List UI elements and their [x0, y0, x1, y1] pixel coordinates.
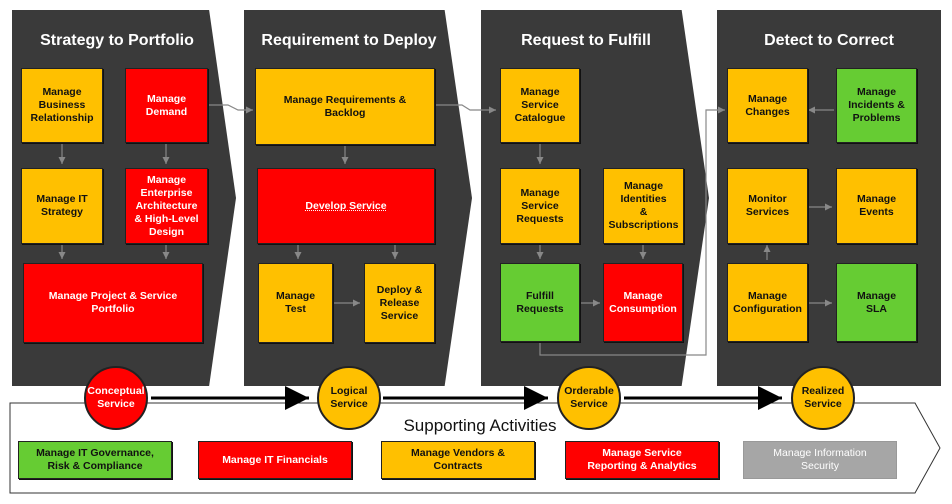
support-label: Manage IT Governance,Risk & Compliance — [36, 447, 154, 472]
box-label: Develop Service — [305, 199, 387, 212]
support-label: Manage IT Financials — [222, 453, 328, 466]
supporting-activities-title: Supporting Activities — [403, 416, 557, 435]
support-label: Manage Vendors &Contracts — [411, 447, 505, 472]
stream-title-strategy: Strategy to Portfolio — [40, 32, 194, 49]
support-manage-it-financials: Manage IT Financials — [198, 441, 352, 479]
stream-title-request: Request to Fulfill — [521, 32, 651, 49]
box-label: Manage Requirements &Backlog — [283, 93, 407, 119]
support-manage-vendors-contracts: Manage Vendors &Contracts — [381, 441, 535, 479]
support-manage-it-governance: Manage IT Governance,Risk & Compliance — [18, 441, 172, 479]
box-develop-service: Develop Service — [257, 168, 435, 244]
stream-title-requirement: Requirement to Deploy — [261, 32, 437, 49]
stream-title-detect: Detect to Correct — [764, 32, 894, 49]
box-manage-requirements-backlog: Manage Requirements &Backlog — [255, 68, 435, 145]
